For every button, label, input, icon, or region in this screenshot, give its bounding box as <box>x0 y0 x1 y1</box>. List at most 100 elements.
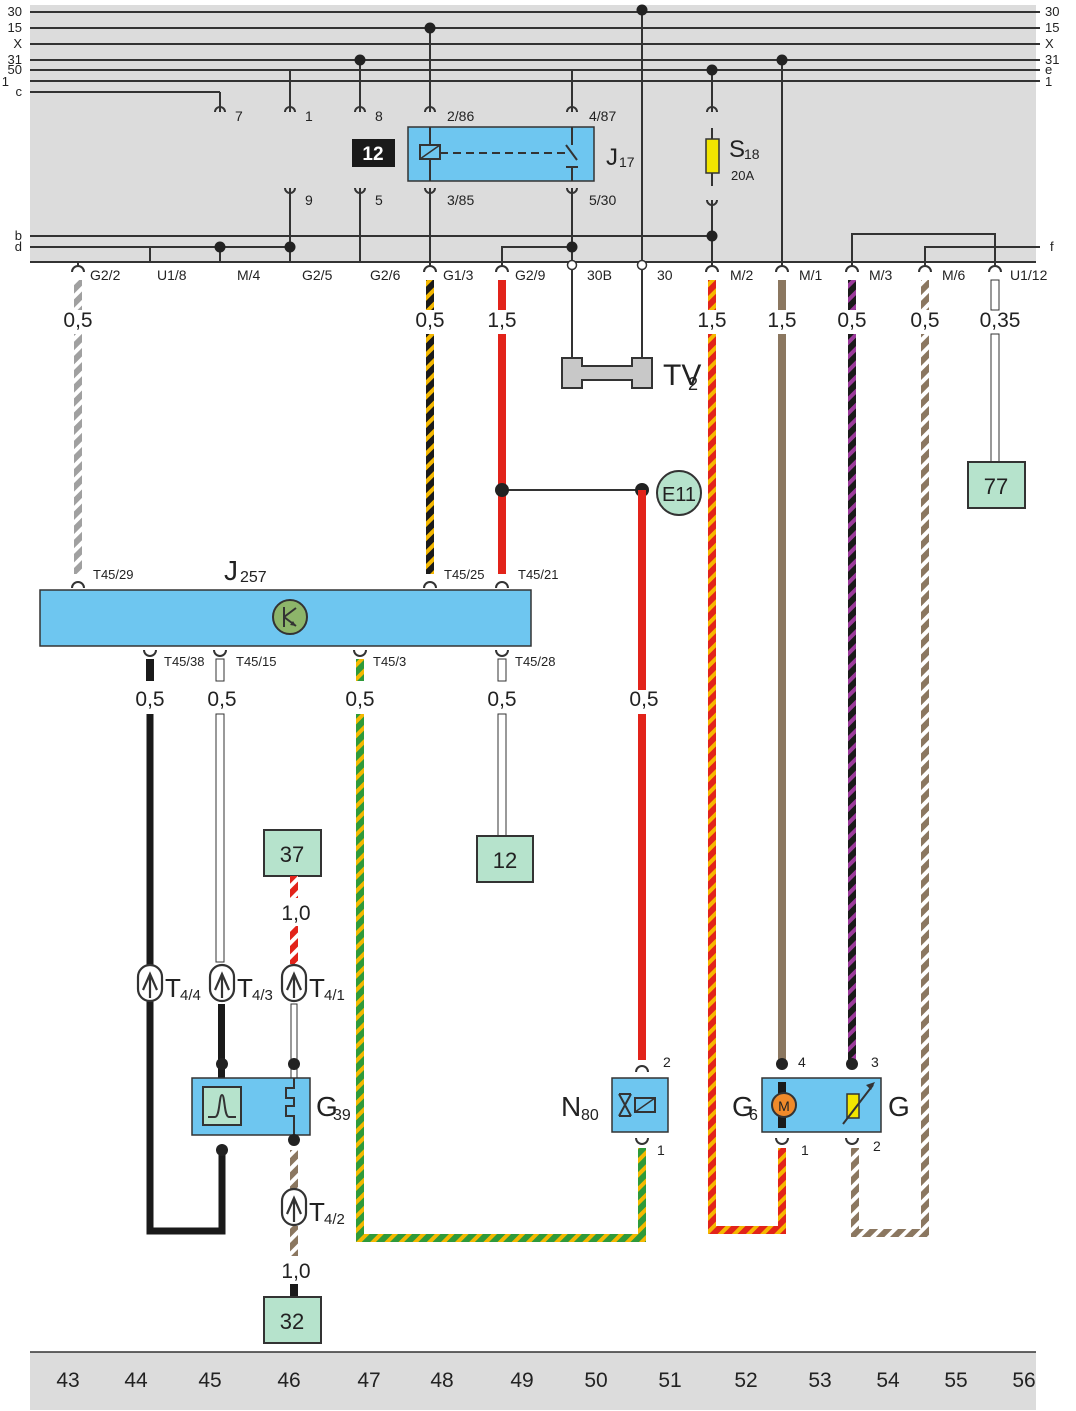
wire-white <box>215 658 225 682</box>
column-number: 55 <box>944 1369 967 1392</box>
ref-box-12 <box>476 835 534 883</box>
fuse-name: S <box>729 136 745 163</box>
wire-black-yellow <box>426 334 434 574</box>
wire-red <box>498 280 506 310</box>
g-name: G <box>888 1091 910 1122</box>
relay-sub: 17 <box>619 154 635 170</box>
wire-brown-white <box>921 280 929 310</box>
pin-label-5: 5 <box>375 192 383 208</box>
wire-brown <box>778 334 786 1062</box>
plug-t4-1 <box>280 963 308 1003</box>
n80-pin-top: 2 <box>663 1054 671 1070</box>
relay-j17: J 17 <box>407 126 635 182</box>
bus-left-b: b <box>15 228 22 243</box>
pin-label-5-30: 5/30 <box>589 192 616 208</box>
wire-black-violet <box>848 280 856 310</box>
wire-black-short <box>218 1004 225 1078</box>
plug-t4-2 <box>280 1187 308 1227</box>
wire-gauge: 0,5 <box>63 309 92 332</box>
wire-gauge: 0,5 <box>910 309 939 332</box>
wire-gauge: 0,5 <box>415 309 444 332</box>
ref-box-77 <box>967 461 1026 509</box>
plug-t41-sub: 4/1 <box>324 987 345 1004</box>
wire-gauge: 0,5 <box>629 688 658 711</box>
fuse-s18: S 18 20A <box>705 128 760 186</box>
g39-oxygen-sensor: G 39 <box>191 1058 351 1156</box>
fuse-sub: 18 <box>744 146 760 162</box>
wire-red-n80 <box>638 714 646 1060</box>
e11-label: E11 <box>662 484 696 506</box>
junction-dot <box>354 54 366 66</box>
junction-dot <box>214 241 226 253</box>
j257-sub: 257 <box>240 569 267 586</box>
plug-t4-3 <box>208 963 236 1003</box>
wire-red-yellow <box>708 280 716 310</box>
column-number: 43 <box>56 1369 79 1392</box>
wire-green-yellow <box>356 714 646 1242</box>
pin-label-7: 7 <box>235 108 243 124</box>
n80-pin-bottom: 1 <box>657 1142 665 1158</box>
ecu-pin-label: T45/28 <box>515 654 555 669</box>
wire-red <box>498 334 506 574</box>
connector-label: M/2 <box>730 267 754 283</box>
wire-black-yellow <box>426 280 434 310</box>
connector-label: U1/8 <box>157 267 187 283</box>
wire-white <box>215 713 225 963</box>
g39-name: G <box>316 1091 338 1122</box>
junction-dot <box>776 54 788 66</box>
ref-32-label: 32 <box>280 1309 304 1334</box>
wire-white <box>497 713 507 837</box>
pin-label-3-85: 3/85 <box>447 192 474 208</box>
column-number: 47 <box>357 1369 380 1392</box>
wire-red-n80 <box>638 490 646 690</box>
wire-gauge: 0,35 <box>980 309 1021 332</box>
bus-left-15: 15 <box>8 20 22 35</box>
wire-black <box>290 1284 298 1297</box>
g39-sub: 39 <box>333 1107 351 1124</box>
plug-t44-name: T <box>165 973 181 1003</box>
ref-77-label: 77 <box>984 474 1008 499</box>
ecu-pin-label: T45/25 <box>444 567 484 582</box>
plug-t42-name: T <box>309 1197 325 1227</box>
g6-pin-top: 4 <box>798 1054 806 1070</box>
wire-gauge: 1,5 <box>697 309 726 332</box>
column-number: 45 <box>198 1369 221 1392</box>
bus-right-15: 15 <box>1045 20 1059 35</box>
ecu-pin-label: T45/38 <box>164 654 204 669</box>
terminal-30 <box>636 259 648 271</box>
bus-left-30: 30 <box>8 4 22 19</box>
bus-left-50: 50 <box>8 62 22 77</box>
ecu-pin-label: T45/29 <box>93 567 133 582</box>
connector-label: M/1 <box>799 267 823 283</box>
wire-black <box>146 659 154 681</box>
e11-badge <box>656 470 702 516</box>
ecu-pin-label: T45/3 <box>373 654 406 669</box>
junction-dot <box>284 241 296 253</box>
connector-label: G2/6 <box>370 267 401 283</box>
connector-label: 30B <box>587 267 612 283</box>
wire-gauge: 0,5 <box>837 309 866 332</box>
bus-right-31: 31 <box>1045 52 1059 67</box>
tv2-junction: TV 2 <box>561 270 701 394</box>
junction-dot <box>424 22 436 34</box>
g6-pin-bottom: 1 <box>801 1142 809 1158</box>
wire-gauge: 0,5 <box>345 688 374 711</box>
wire-brown-white <box>851 334 929 1237</box>
n80-name: N <box>561 1091 581 1122</box>
column-number: 50 <box>584 1369 607 1392</box>
column-number: 44 <box>124 1369 148 1392</box>
junction-dot <box>706 230 718 242</box>
panel-connectors <box>71 262 1002 273</box>
pin-label-1: 1 <box>305 108 313 124</box>
ref-12-label: 12 <box>493 848 517 873</box>
pin-label-8: 8 <box>375 108 383 124</box>
junction-dot <box>495 483 509 497</box>
relay-name: J <box>606 144 618 171</box>
junction-dot <box>706 64 718 76</box>
wire-brown <box>778 280 786 310</box>
junction-dot <box>566 241 578 253</box>
tv2-name: TV <box>663 359 701 392</box>
wire-green-yellow <box>356 659 364 681</box>
connector-label: G1/3 <box>443 267 474 283</box>
ecu-pin-label: T45/21 <box>518 567 558 582</box>
